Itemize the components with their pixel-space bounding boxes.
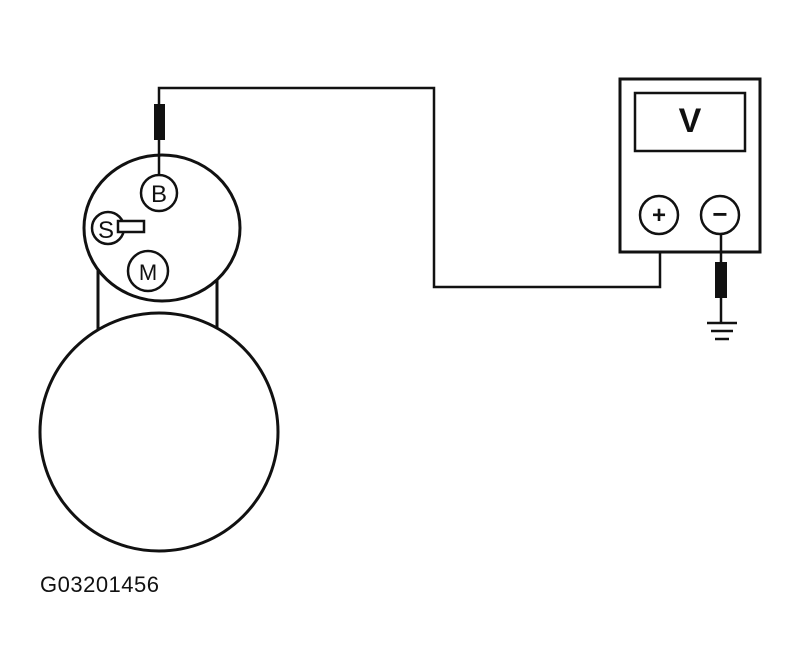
voltmeter: V + −: [618, 77, 762, 254]
voltmeter-display-symbol: V: [679, 102, 702, 140]
terminal-s: S: [90, 210, 146, 246]
figure-id: G03201456: [40, 572, 160, 597]
ground-lead: [715, 234, 727, 322]
ground-probe: [715, 262, 727, 298]
negative-terminal-symbol: −: [712, 199, 727, 229]
starter-motor: [38, 153, 280, 553]
voltmeter-display: [633, 91, 747, 153]
terminal-s-tab: [116, 219, 146, 234]
starter-motor-body: [38, 311, 280, 553]
positive-terminal-symbol: +: [652, 202, 666, 229]
terminal-m: M: [126, 249, 170, 293]
terminal-s-label: S: [98, 217, 114, 244]
positive-terminal: [638, 194, 680, 236]
solenoid-cap: [82, 153, 242, 303]
ground-symbol: [707, 321, 737, 341]
positive-probe-tip: [154, 104, 165, 140]
test-lead-wire: [157, 86, 662, 289]
terminal-m-label: M: [139, 260, 157, 285]
positive-probe: [154, 104, 165, 176]
terminal-m-ring: [126, 249, 170, 293]
terminal-b: B: [139, 173, 179, 213]
terminal-b-label: B: [151, 181, 167, 208]
